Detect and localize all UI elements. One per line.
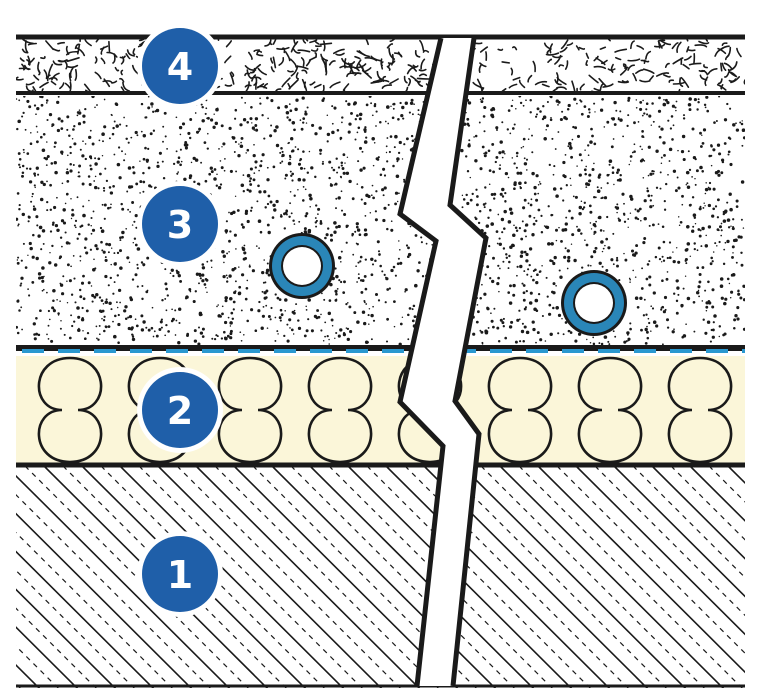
top-layer <box>16 39 745 92</box>
break-line-icon <box>397 37 489 687</box>
layer-2-number: 2 <box>167 389 193 433</box>
layer-3-number: 3 <box>167 203 193 247</box>
insulation-wave-pattern <box>37 356 733 464</box>
insulation-layer <box>16 356 745 464</box>
screed-speckle-pattern <box>16 96 745 345</box>
screed-layer <box>16 96 745 345</box>
insulation-fill <box>16 356 745 464</box>
layer-1-badge: 1 <box>137 531 223 617</box>
pipe-cross-section-icon <box>561 270 627 336</box>
layer-1-number: 1 <box>167 553 193 597</box>
top-granular-pattern <box>16 39 745 92</box>
base-hatch-pattern <box>16 466 745 688</box>
layer-2-badge: 2 <box>137 367 223 453</box>
layer-4-badge: 4 <box>137 23 223 109</box>
pipe-cross-section-icon <box>269 233 335 299</box>
layer-4-number: 4 <box>167 45 193 89</box>
layer-3-badge: 3 <box>137 181 223 267</box>
base-layer <box>16 466 745 688</box>
